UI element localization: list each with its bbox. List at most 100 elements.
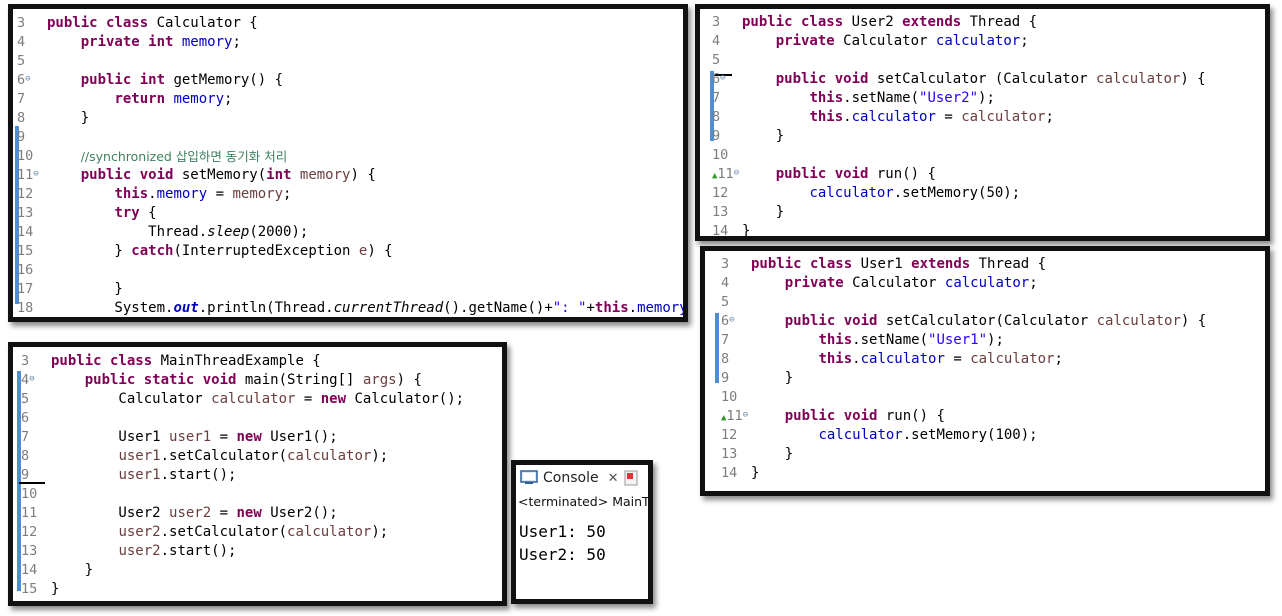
code-line[interactable]: 14 }	[21, 561, 502, 580]
code-line[interactable]: 9 }	[712, 127, 1265, 146]
fold-toggle-icon[interactable]: ⊖	[29, 374, 35, 384]
console-status: <terminated> MainT	[518, 494, 650, 509]
console-output-line: User1: 50	[519, 522, 606, 541]
code-line[interactable]: 16	[17, 261, 683, 280]
code-line[interactable]: 4 private Calculator calculator;	[721, 274, 1265, 293]
close-icon[interactable]: ✕	[607, 470, 619, 486]
code-line[interactable]: 12 this.memory = memory;	[17, 185, 683, 204]
code-line[interactable]: 10	[721, 388, 1265, 407]
code-line[interactable]: 7 User1 user1 = new User1();	[21, 428, 502, 447]
code-line[interactable]: 15 } catch(InterruptedException e) {	[17, 242, 683, 261]
fold-toggle-icon[interactable]: ⊖	[742, 410, 749, 420]
line-number: 6	[21, 410, 30, 426]
editor-main-thread-example[interactable]: 3 public class MainThreadExample { 4⊖ publ…	[8, 342, 507, 606]
code-line[interactable]: 13 }	[712, 203, 1265, 222]
code-line[interactable]: 8 user1.setCalculator(calculator);	[21, 447, 502, 466]
code-text: public class User1 extends Thread {	[751, 256, 1047, 272]
code-text: }	[742, 204, 785, 220]
code-line[interactable]: 17 }	[17, 280, 683, 299]
fold-toggle-icon[interactable]: ⊖	[729, 315, 735, 325]
code-line[interactable]: 11⊖ public void setMemory(int memory) {	[17, 166, 683, 185]
line-number: 17	[17, 281, 34, 297]
code-text: public class User2 extends Thread {	[742, 14, 1038, 30]
code-line[interactable]: 12 user2.setCalculator(calculator);	[21, 523, 502, 542]
code-text: Calculator calculator = new Calculator()…	[51, 391, 465, 407]
line-number: 4⊖	[21, 372, 35, 388]
code-line[interactable]: 9	[17, 128, 683, 147]
code-line[interactable]: 5	[721, 293, 1265, 312]
code-text: //synchronized 삽입하면 동기화 처리	[80, 149, 288, 164]
code-text: user2.setCalculator(calculator);	[118, 524, 389, 540]
fold-toggle-icon[interactable]: ⊖	[25, 74, 31, 84]
line-number: 7	[17, 91, 26, 107]
code-line[interactable]: 8 }	[17, 109, 683, 128]
line-number: 5	[21, 391, 30, 407]
change-bar	[15, 126, 19, 304]
code-line[interactable]: 4⊖ public static void main(String[] args…	[21, 371, 502, 390]
line-number: 14	[17, 224, 34, 240]
code-line[interactable]: 5	[17, 52, 683, 71]
code-text: public class MainThreadExample {	[51, 353, 321, 369]
line-number: 16	[17, 262, 34, 278]
code-line[interactable]: 6⊖ public int getMemory() {	[17, 71, 683, 90]
code-line[interactable]: 13 }	[721, 445, 1265, 464]
fold-toggle-icon[interactable]: ⊖	[33, 169, 39, 179]
code-line[interactable]: 4 private int memory;	[17, 33, 683, 52]
code-text: }	[51, 581, 60, 597]
code-text: this.memory = memory;	[114, 186, 292, 202]
code-line[interactable]: 19 }	[17, 318, 683, 322]
code-line[interactable]: 6⊖ public void setCalculator (Calculator…	[712, 70, 1265, 89]
code-line[interactable]: 8 this.calculator = calculator;	[721, 350, 1265, 369]
console-tab[interactable]: Console ✕	[516, 465, 648, 491]
code-text: public class Calculator {	[47, 15, 258, 31]
toolbar-icon[interactable]	[624, 469, 638, 487]
code-line[interactable]: 3 public class MainThreadExample {	[21, 352, 502, 371]
change-bar	[710, 71, 714, 141]
code-line[interactable]: 13 user2.start();	[21, 542, 502, 561]
code-text: public void run() {	[775, 166, 936, 182]
code-line[interactable]: 5 Calculator calculator = new Calculator…	[21, 390, 502, 409]
code-line[interactable]: 10 //synchronized 삽입하면 동기화 처리	[17, 147, 683, 166]
code-line[interactable]: 12 calculator.setMemory(100);	[721, 426, 1265, 445]
code-line[interactable]: 12 calculator.setMemory(50);	[712, 184, 1265, 203]
code-line[interactable]: 15}	[21, 580, 502, 599]
code-line[interactable]: 7 return memory;	[17, 90, 683, 109]
code-line[interactable]: 10	[712, 146, 1265, 165]
line-number: 3	[21, 353, 30, 369]
code-text: try {	[114, 205, 157, 221]
code-line[interactable]: 6	[21, 409, 502, 428]
change-bar	[17, 371, 21, 591]
code-line[interactable]: 10	[21, 485, 502, 504]
line-number: 6⊖	[721, 313, 735, 329]
code-line[interactable]: ▲11⊖ public void run() {	[712, 165, 1265, 184]
console-view[interactable]: Console ✕ <terminated> MainT User1: 50 U…	[511, 460, 653, 604]
code-line[interactable]: 14}	[721, 464, 1265, 483]
code-line[interactable]: 6⊖ public void setCalculator(Calculator …	[721, 312, 1265, 331]
code-line[interactable]: 7 this.setName("User2");	[712, 89, 1265, 108]
code-line[interactable]: ▲11⊖ public void run() {	[721, 407, 1265, 426]
code-text: calculator.setMemory(50);	[809, 185, 1021, 201]
code-line[interactable]: 18 System.out.println(Thread.currentThre…	[17, 299, 683, 317]
fold-toggle-icon[interactable]: ⊖	[733, 168, 740, 178]
line-number: 11⊖	[17, 167, 39, 183]
code-text: this.setName("User2");	[809, 90, 995, 106]
code-line[interactable]: 14}	[712, 222, 1265, 236]
code-line[interactable]: 5	[712, 51, 1265, 70]
code-line[interactable]: 7 this.setName("User1");	[721, 331, 1265, 350]
code-line[interactable]: 9 }	[721, 369, 1265, 388]
code-line[interactable]: 9 user1.start();	[21, 466, 502, 485]
fold-toggle-icon[interactable]: ⊖	[720, 73, 726, 83]
line-number: 19	[17, 318, 45, 322]
code-line[interactable]: 14 Thread.sleep(2000);	[17, 223, 683, 242]
code-line[interactable]: 8 this.calculator = calculator;	[712, 108, 1265, 127]
code-line[interactable]: 4 private Calculator calculator;	[712, 32, 1265, 51]
console-icon	[520, 470, 538, 484]
code-line[interactable]: 13 try {	[17, 204, 683, 223]
code-line[interactable]: 11 User2 user2 = new User2();	[21, 504, 502, 523]
